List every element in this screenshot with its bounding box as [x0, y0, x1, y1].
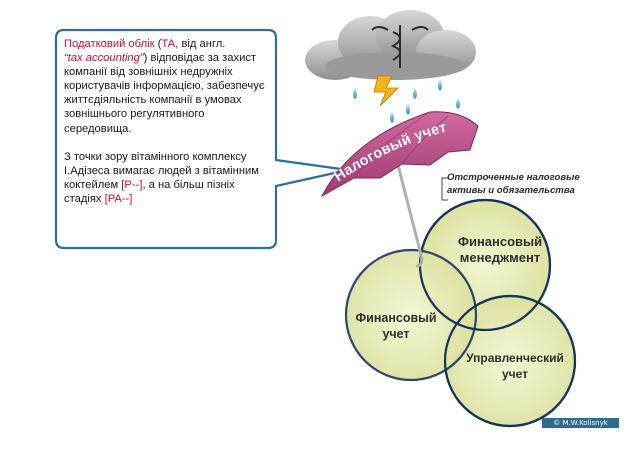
venn-diagram	[344, 198, 577, 428]
umbrella-canopy	[320, 111, 479, 198]
abbr-ta: ТА	[161, 38, 176, 50]
note-line-1: Отстроченные налоговые	[447, 172, 580, 183]
financial-accounting-line-2: учет	[382, 327, 409, 341]
financial-accounting-line-1: Финансовый	[355, 311, 436, 325]
raindrop-icon	[406, 104, 410, 115]
copyright-badge: © M.W.Kolisnyk	[542, 418, 619, 428]
callout-text: Податковий облік (ТА, від англ.“tax acco…	[64, 37, 269, 206]
financial-management-line-1: Финансовый	[458, 234, 542, 249]
callout-paragraph-1: Податковий облік (ТА, від англ.“tax acco…	[64, 38, 265, 135]
callout-bubble	[54, 28, 349, 250]
raindrop-icon	[413, 88, 417, 99]
raindrop-icon	[438, 80, 442, 91]
financial-management-line-2: менеджмент	[460, 250, 540, 265]
raindrop-icon	[390, 112, 394, 123]
storm-cloud	[305, 10, 476, 80]
umbrella-shaft	[396, 164, 424, 268]
lightning-bolt-icon	[373, 75, 399, 107]
circle-financial-accounting	[344, 248, 478, 382]
raindrop-icon	[353, 88, 357, 99]
management-accounting-line-2: учет	[502, 367, 528, 381]
raindrop-icon	[456, 98, 460, 109]
caduceus-icon	[371, 25, 429, 68]
rain-drops	[353, 80, 460, 127]
management-accounting-line-1: Управленческий	[466, 351, 564, 365]
vitamin-code-1: [P--]	[121, 178, 143, 191]
note-line-2: активы и обязательства	[447, 185, 576, 196]
callout-paragraph-2: З точки зору вітамінного комплексу І.Аді…	[64, 150, 259, 205]
term-tax-accounting: Податковий облік	[64, 38, 155, 50]
deferred-tax-note: Отстроченные налоговые активы и обязател…	[441, 172, 580, 201]
english-term: “tax accounting”	[64, 52, 144, 65]
vitamin-code-2: [PA--]	[104, 192, 133, 205]
